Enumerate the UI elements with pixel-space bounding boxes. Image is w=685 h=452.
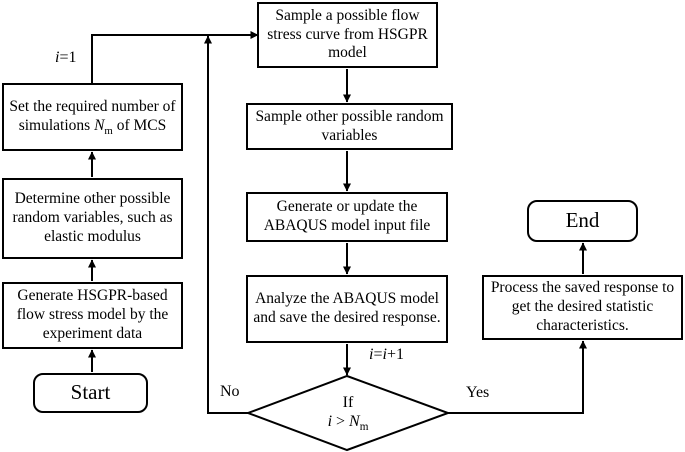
node-generate-model-label: Generate HSGPR-based flow stress model b… [16,287,169,342]
node-end: End [527,200,638,242]
arrow-yes-to-process [448,340,587,414]
node-generate-model: Generate HSGPR-based flow stress model b… [2,282,183,349]
edge-label-init: i=1 [55,49,77,66]
node-end-label: End [565,208,600,233]
node-sample-other: Sample other possible random variables [246,103,453,150]
decision-line2: i > Nm [327,413,369,434]
node-sample-flow: Sample a possible flow stress curve from… [257,2,438,68]
node-determine-vars: Determine other possible random variable… [2,178,183,259]
node-sample-other-label: Sample other possible random variables [255,107,444,144]
node-generate-update-label: Generate or update the ABAQUS model inpu… [263,198,431,234]
edge-label-no: No [220,383,240,400]
node-set-number-label: Set the required number of simulations N… [9,98,176,138]
edge-label-yes: Yes [466,384,490,401]
node-process-label: Process the saved response to get the de… [490,279,675,334]
decision-diamond [245,374,451,452]
node-set-number: Set the required number of simulations N… [2,83,183,151]
node-sample-flow-label: Sample a possible flow stress curve from… [267,6,428,62]
node-process: Process the saved response to get the de… [482,275,683,340]
edge-label-increment: i=i+1 [369,346,404,363]
arrow-no-loop [204,35,248,414]
node-start-label: Start [70,380,111,405]
node-analyze: Analyze the ABAQUS model and save the de… [246,275,448,343]
node-generate-update: Generate or update the ABAQUS model inpu… [246,192,448,242]
node-determine-vars-label: Determine other possible random variable… [12,190,173,245]
node-analyze-label: Analyze the ABAQUS model and save the de… [253,290,441,326]
arrow-set-number-to-sample-flow [91,31,259,83]
node-decision-label: If i > Nm [278,393,418,434]
decision-line1: If [342,394,354,411]
node-start: Start [33,373,148,413]
